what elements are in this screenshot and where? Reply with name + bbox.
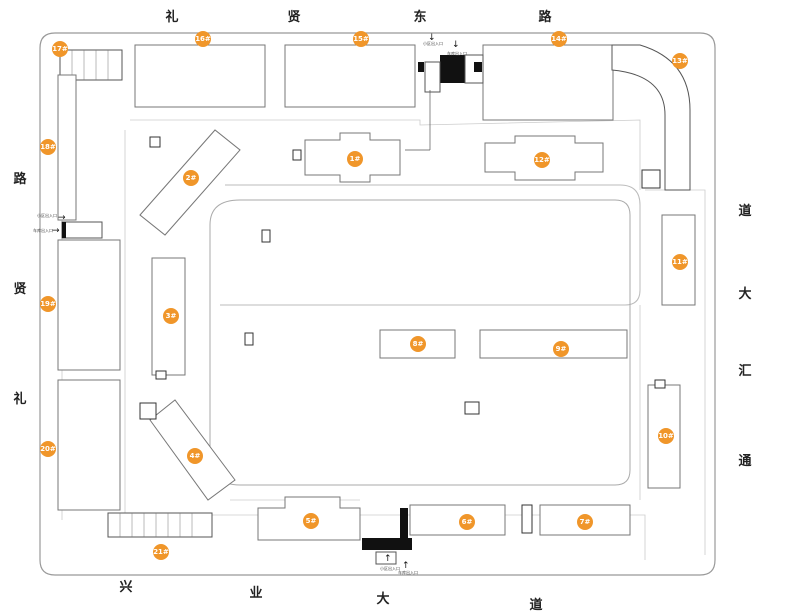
road-label-north: 东 [413,10,427,25]
gate-label: 车库出入口 [398,570,418,575]
south-gate-box [375,551,397,565]
building-label: 6# [459,514,475,530]
inner-ring-road [220,184,641,306]
building-label: 5# [303,513,319,529]
north-gate-bar-2 [474,62,482,72]
gate-label: 车库出入口 [447,51,467,56]
outer-ring-road [130,119,641,190]
unit-entry-10 [641,169,661,189]
building-label: 20# [40,441,56,457]
building-label: 17# [52,41,68,57]
building-label: 12# [534,152,550,168]
road-label-south: 兴 [119,580,133,595]
building-label: 19# [40,296,56,312]
building-label: 21# [153,544,169,560]
gate-arrow-west-1: → [58,213,66,223]
road-label-east: 道 [738,204,752,219]
road-label-north: 贤 [287,10,301,25]
building-label: 1# [347,151,363,167]
building-15 [284,44,416,108]
unit-entry-9 [654,379,666,389]
north-gate-structure [440,55,465,83]
building-label: 11# [672,254,688,270]
road-label-east: 汇 [738,364,752,379]
road-label-west: 贤 [13,282,27,297]
gate-label: 小区出入口 [37,213,57,218]
gate-label: 小区出入口 [380,566,400,571]
building-6 [409,504,506,536]
south-gate-side [400,508,408,538]
building-18 [57,74,77,221]
unit-entry-2 [149,136,161,148]
building-label: 10# [658,428,674,444]
building-label: 4# [187,448,203,464]
gate-label: 车库出入口 [33,228,53,233]
road-label-south: 大 [376,592,390,607]
road-label-east: 通 [738,454,752,469]
unit-entry-3 [261,229,271,243]
gate-arrow-south-2: ↑ [402,561,410,571]
road-label-west: 路 [13,172,27,187]
unit-entry-5 [155,370,167,380]
building-19 [57,239,121,371]
building-label: 18# [40,139,56,155]
road-label-south: 道 [529,598,543,613]
road-label-north: 礼 [165,10,179,25]
unit-entry-1 [292,149,302,161]
road-label-north: 路 [538,10,552,25]
unit-entry-8 [521,504,533,534]
west-gate-bar [62,222,66,238]
road-label-west: 礼 [13,392,27,407]
unit-entry-6 [139,402,157,420]
road-label-south: 业 [249,586,263,601]
gate-arrow-south-1: ↑ [384,554,392,564]
north-gate-bar [418,62,424,72]
gate-arrow-west-2: → [52,226,60,236]
building-label: 9# [553,341,569,357]
building-label: 15# [353,31,369,47]
building-label: 3# [163,308,179,324]
gate-arrow-north-2: ↓ [452,40,460,50]
central-courtyard [209,199,631,486]
west-gate [61,221,103,239]
building-16 [134,44,266,108]
south-gate-structure [362,538,412,550]
building-14 [482,44,614,121]
site-boundary [39,32,716,576]
building-label: 2# [183,170,199,186]
building-20 [57,379,121,511]
building-label: 14# [551,31,567,47]
building-label: 16# [195,31,211,47]
gate-arrow-north-1: ↓ [428,33,436,43]
building-label: 13# [672,53,688,69]
building-21 [107,512,213,538]
building-13 [611,44,691,191]
gate-label: 小区出入口 [423,41,443,46]
building-label: 7# [577,514,593,530]
building-label: 8# [410,336,426,352]
road-label-east: 大 [738,287,752,302]
north-gate-left [424,61,441,93]
unit-entry-7 [464,401,480,415]
unit-entry-4 [244,332,254,346]
